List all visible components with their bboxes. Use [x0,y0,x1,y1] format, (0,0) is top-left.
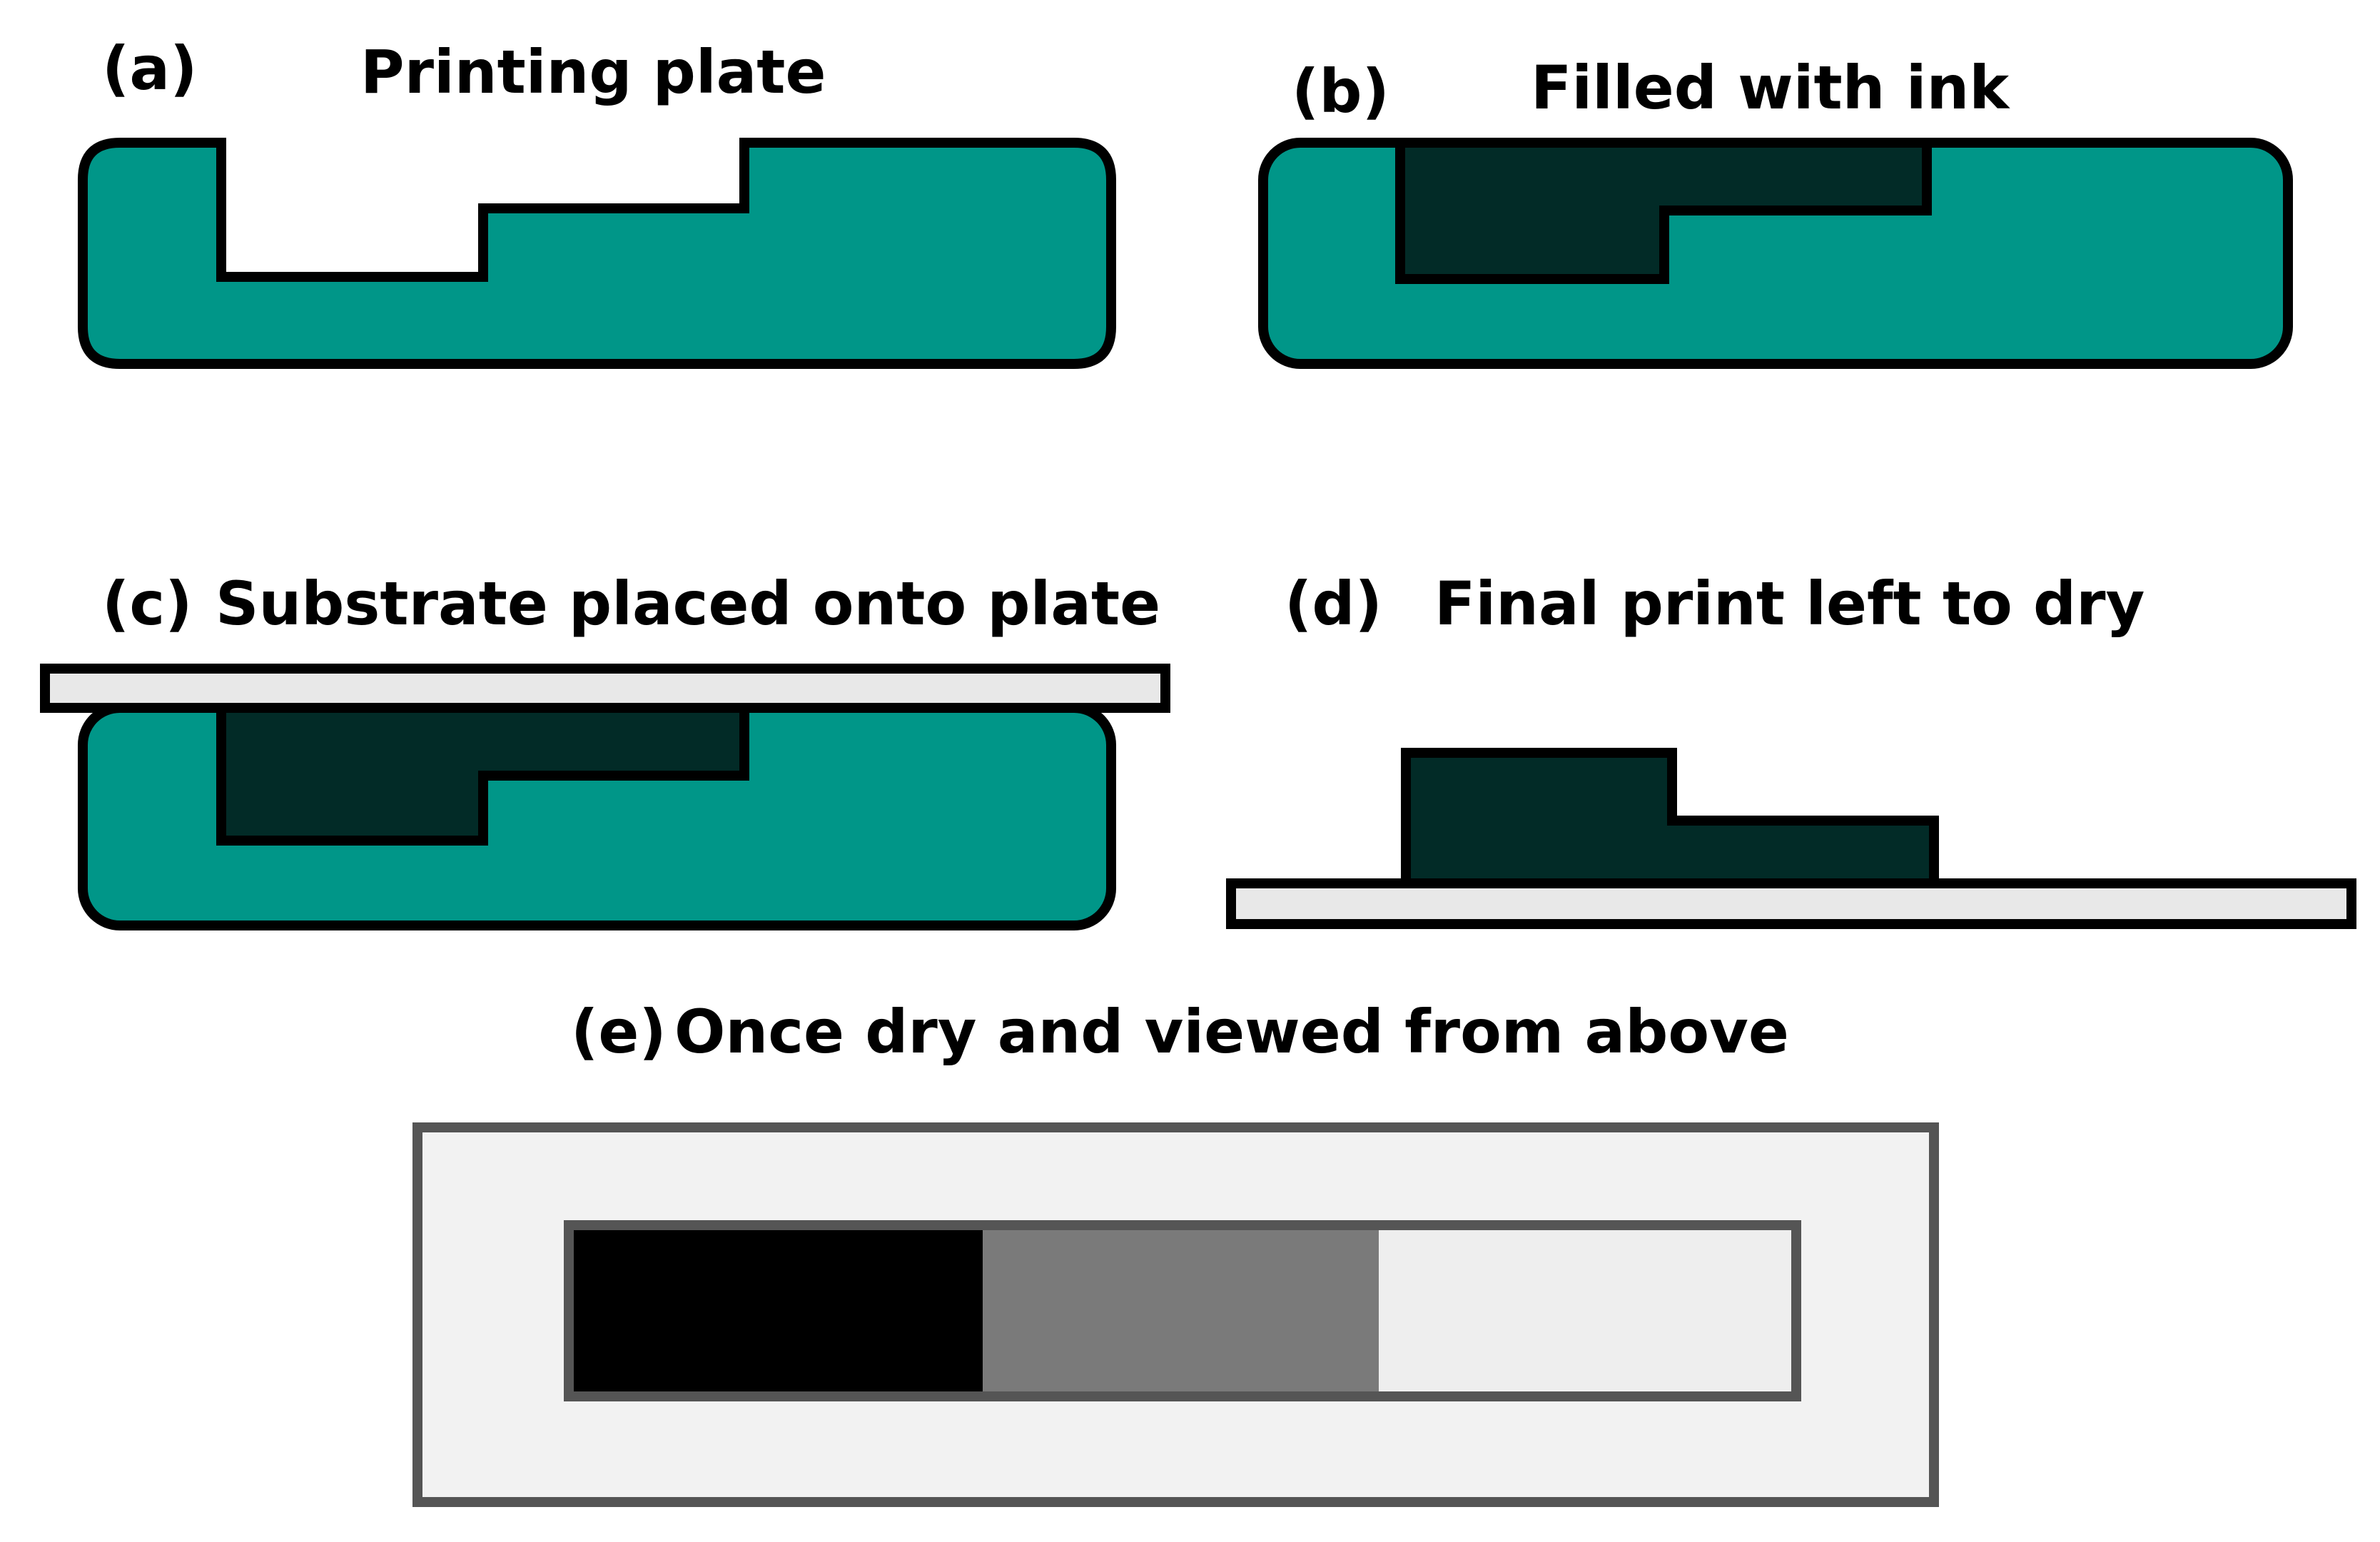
panel-d-tag: (d) [1285,569,1382,639]
panel-e-tag: (e) [571,997,667,1067]
tone-medium-block [983,1225,1379,1396]
panel-a: (a) Printing plate [78,34,1116,369]
panel-d-title: Final print left to dry [1434,569,2144,639]
panel-c-tag: (c) [102,569,193,639]
panel-a-title: Printing plate [360,37,826,107]
panel-e: (e) Once dry and viewed from above [412,997,1939,1507]
tone-light-block [1379,1225,1796,1396]
panel-b-title: Filled with ink [1531,53,2010,123]
substrate-sheet-shape [40,664,1170,713]
panel-c: (c) Substrate placed onto plate [40,569,1170,930]
tone-dark-block [569,1225,983,1396]
panel-c-title: Substrate placed onto plate [216,569,1160,639]
printed-substrate-shape [1226,878,2356,929]
panel-b-tag: (b) [1292,56,1389,126]
panel-d: (d) Final print left to dry [1226,569,2356,929]
tone-strip-outline [564,1220,1801,1401]
dried-ink-shape [1401,748,1939,890]
panel-b: (b) Filled with ink [1258,53,2293,369]
printing-plate-shape [78,138,1116,369]
panel-a-tag: (a) [102,34,197,103]
ink-fill-shape [1395,138,1932,284]
panel-e-title: Once dry and viewed from above [674,997,1789,1067]
